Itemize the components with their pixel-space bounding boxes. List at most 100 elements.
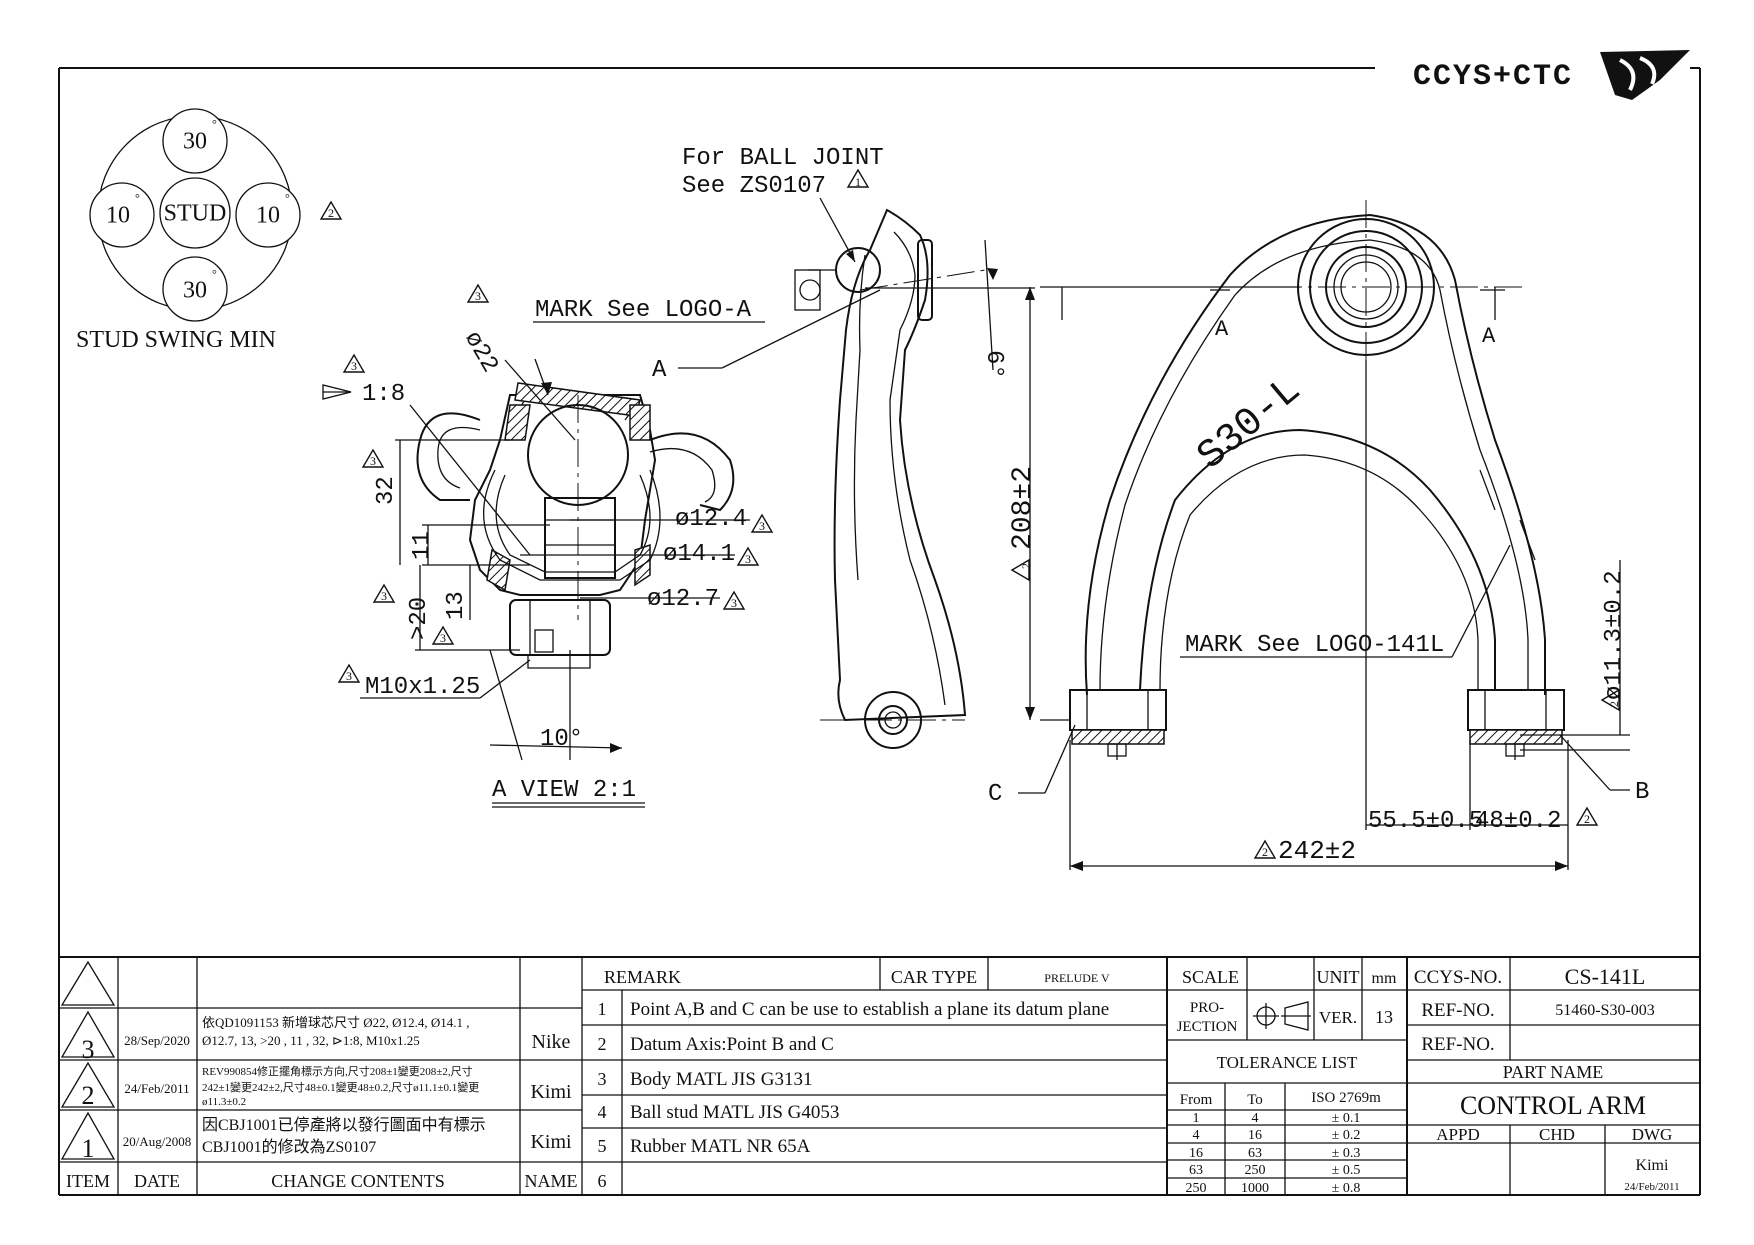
projection-symbol-icon xyxy=(1253,1001,1311,1031)
remark-header: REMARK xyxy=(604,967,681,987)
dwg-date: 24/Feb/2011 xyxy=(1624,1181,1679,1193)
svg-text:1: 1 xyxy=(855,175,861,189)
rev-date-3: 28/Sep/2020 xyxy=(124,1033,190,1048)
dim-taper: 1:8 xyxy=(362,381,405,408)
car-type-value: PRELUDE V xyxy=(1044,971,1110,985)
logo-mark-icon xyxy=(1600,50,1690,100)
svg-text:16: 16 xyxy=(1189,1146,1203,1161)
ball-joint-line1: For BALL JOINT xyxy=(682,145,884,172)
dim-48: 48±0.2 xyxy=(1475,808,1561,835)
svg-text:JECTION: JECTION xyxy=(1177,1019,1238,1035)
dwg-name: Kimi xyxy=(1636,1157,1669,1174)
svg-text:PRO-: PRO- xyxy=(1190,1000,1224,1016)
svg-text:°: ° xyxy=(135,191,140,205)
dim-dia113: ø11.3±0.2 xyxy=(1601,570,1628,700)
front-view: A A S30-L 2 208±2 ø11.3±0.2 xyxy=(988,200,1649,871)
dim-555: 55.5±0.5 xyxy=(1368,808,1483,835)
svg-text:1: 1 xyxy=(1193,1111,1200,1126)
stud-top-value: 30 xyxy=(183,129,207,155)
svg-text:250: 250 xyxy=(1186,1181,1207,1196)
dim-242: 242±2 xyxy=(1278,836,1356,866)
svg-text:4: 4 xyxy=(1193,1128,1200,1143)
dim-20: >20 xyxy=(406,597,433,640)
svg-text:2: 2 xyxy=(328,206,334,220)
rev-item-1: 1 xyxy=(82,1134,95,1163)
ver-label: VER. xyxy=(1319,1008,1357,1027)
svg-text:2: 2 xyxy=(1019,563,1033,569)
stud-swing-caption: STUD SWING MIN xyxy=(76,327,276,353)
a-view-mark-callout: MARK See LOGO-A xyxy=(535,297,752,324)
svg-text:63: 63 xyxy=(1248,1146,1262,1161)
svg-text:°: ° xyxy=(212,267,217,281)
svg-text:To: To xyxy=(1247,1092,1263,1108)
title-block-grid xyxy=(59,956,1700,1195)
rev-header-contents: CHANGE CONTENTS xyxy=(271,1171,445,1191)
label-b: B xyxy=(1635,779,1649,806)
front-section-a-right: A xyxy=(1482,324,1496,349)
dim-dia127: ø12.7 xyxy=(647,586,719,613)
dim-32: 32 xyxy=(373,476,400,505)
side-view: 6° For BALL JOINT See ZS0107 1 xyxy=(682,145,1035,749)
svg-text:CBJ1001的修改為ZS0107: CBJ1001的修改為ZS0107 xyxy=(202,1138,376,1156)
part-name: CONTROL ARM xyxy=(1460,1091,1646,1120)
dim-angle-6: 6° xyxy=(980,350,1007,379)
ref-label-1: REF-NO. xyxy=(1421,1000,1494,1021)
title-block: CCYS-NO. CS-141L REF-NO. 51460-S30-003 R… xyxy=(1414,964,1680,1193)
stud-swing-diagram: STUD 30 ° 30 ° 10 ° 10 ° 2 STUD SWING MI… xyxy=(76,108,342,353)
unit-value: mm xyxy=(1372,970,1397,987)
a-view-section: MARK See LOGO-A ø22 3 3 1:8 3 32 11 3 >2… xyxy=(322,284,881,808)
stud-right-value: 10 xyxy=(256,203,280,229)
svg-text:°: ° xyxy=(285,191,290,205)
svg-text:3: 3 xyxy=(351,359,357,373)
rev-item-3: 3 xyxy=(82,1035,95,1064)
front-mark-callout: MARK See LOGO-141L xyxy=(1185,632,1444,659)
dim-208: 208±2 xyxy=(1008,466,1039,550)
ref-label-2: REF-NO. xyxy=(1421,1034,1494,1055)
scale-tolerance-block: SCALE UNIT mm PRO- JECTION VER. 13 TOLER… xyxy=(1177,967,1397,1196)
rev-header-item: ITEM xyxy=(66,1171,110,1191)
remark-2: Datum Axis:Point B and C xyxy=(630,1034,834,1055)
svg-text:From: From xyxy=(1180,1092,1213,1108)
svg-text:Ø12.7, 13, >20 , 11 , 32, ⊳1:8: Ø12.7, 13, >20 , 11 , 32, ⊳1:8, M10x1.25 xyxy=(202,1033,420,1048)
svg-text:250: 250 xyxy=(1245,1163,1266,1178)
ref-number-1: 51460-S30-003 xyxy=(1555,1002,1655,1019)
appd-label: APPD xyxy=(1436,1125,1479,1144)
dwg-label: DWG xyxy=(1632,1125,1673,1144)
svg-text:4: 4 xyxy=(598,1102,607,1122)
svg-text:因CBJ1001已停產將以發行圖面中有標示: 因CBJ1001已停產將以發行圖面中有標示 xyxy=(202,1116,486,1134)
dim-dia22: ø22 xyxy=(458,327,503,378)
svg-text:± 0.3: ± 0.3 xyxy=(1332,1146,1361,1161)
logo-text: CCYS+CTC xyxy=(1413,60,1573,94)
svg-text:5: 5 xyxy=(598,1136,607,1156)
rev-header-date: DATE xyxy=(134,1171,180,1191)
dim-thread: M10x1.25 xyxy=(365,674,480,701)
ccys-number: CS-141L xyxy=(1565,964,1646,989)
svg-text:± 0.1: ± 0.1 xyxy=(1332,1111,1361,1126)
svg-text:3: 3 xyxy=(346,669,352,683)
rev-name-1: Kimi xyxy=(530,1131,572,1153)
svg-text:± 0.5: ± 0.5 xyxy=(1332,1163,1361,1178)
svg-text:ø11.3±0.2: ø11.3±0.2 xyxy=(202,1096,246,1108)
sheet-frame xyxy=(58,67,1701,1196)
a-view-title: A VIEW 2:1 xyxy=(492,777,636,804)
front-section-a-left: A xyxy=(1215,317,1229,342)
part-marking: S30-L xyxy=(1189,368,1310,480)
ver-value: 13 xyxy=(1375,1007,1393,1027)
svg-text:依QD1091153 新增球芯尺寸 Ø22, Ø12.4,: 依QD1091153 新增球芯尺寸 Ø22, Ø12.4, Ø14.1 , xyxy=(202,1015,469,1030)
svg-text:3: 3 xyxy=(759,519,765,533)
svg-text:3: 3 xyxy=(731,596,737,610)
unit-label: UNIT xyxy=(1317,967,1360,987)
rev-name-3: Nike xyxy=(532,1031,571,1053)
svg-text:°: ° xyxy=(212,117,217,131)
ball-joint-line2: See ZS0107 xyxy=(682,173,826,200)
dim-13: 13 xyxy=(443,591,470,620)
svg-text:2: 2 xyxy=(598,1034,607,1054)
svg-text:1000: 1000 xyxy=(1241,1181,1269,1196)
remarks-table: REMARK CAR TYPE PRELUDE V 1 Point A,B an… xyxy=(598,967,1111,1191)
dim-11: 11 xyxy=(409,531,436,560)
stud-center-label: STUD xyxy=(164,201,227,227)
remark-5: Rubber MATL NR 65A xyxy=(630,1136,811,1157)
chd-label: CHD xyxy=(1539,1125,1575,1144)
rev-header-name: NAME xyxy=(525,1171,578,1191)
